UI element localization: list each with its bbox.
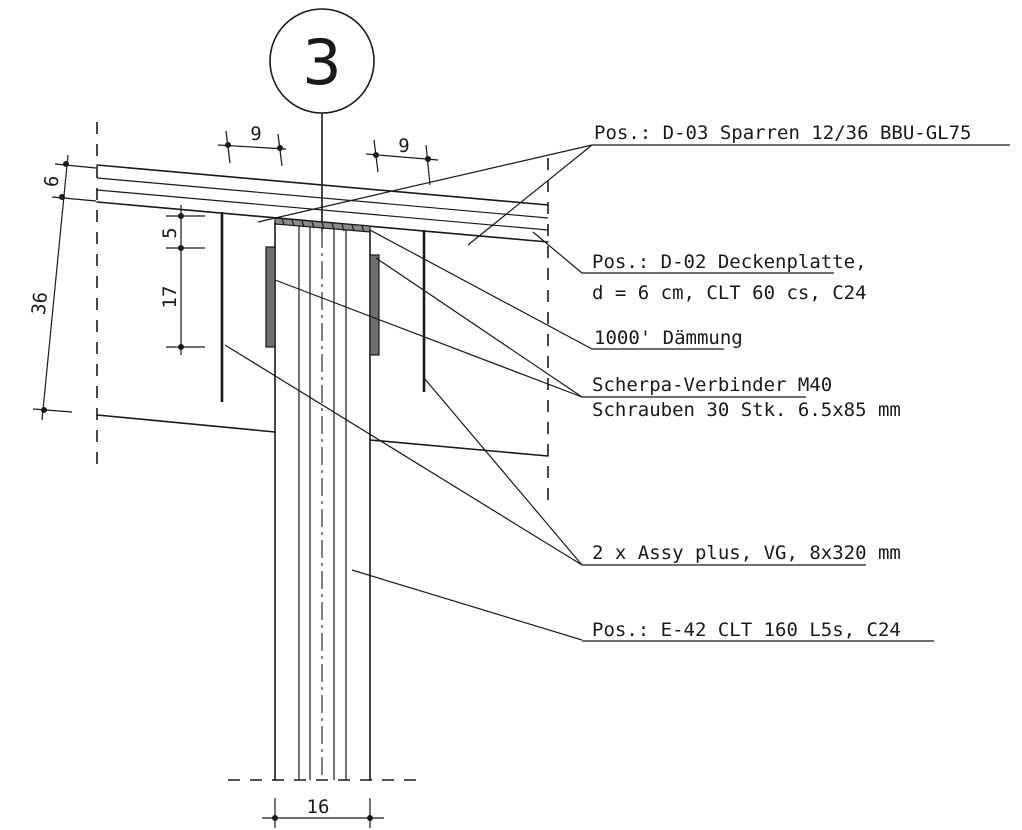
label-wand: Pos.: E-42 CLT 160 L5s, C24 (582, 619, 934, 642)
rafter-bottom-edge-left (96, 414, 276, 433)
label-deckenplatte-line1: Pos.: D-02 Deckenplatte, (592, 251, 867, 273)
label-assy: 2 x Assy plus, VG, 8x320 mm (582, 542, 901, 566)
leader-lines (224, 144, 593, 641)
label-verbinder-line2: Schrauben 30 Stk. 6.5x85 mm (592, 399, 901, 421)
label-daemmung: 1000' Dämmung (592, 327, 743, 350)
deck-plate-layer-line (96, 189, 549, 231)
deck-plate-layer-line (96, 177, 549, 219)
connector-plate-right (369, 254, 380, 356)
label-deckenplatte-line2: d = 6 cm, CLT 60 cs, C24 (592, 282, 867, 304)
dimension-label: 9 (250, 123, 261, 145)
dimension-label-36: 36 (28, 291, 52, 316)
label-verbinder-line1: Scherpa-Verbinder M40 (592, 374, 832, 396)
dimension-label-17: 17 (159, 286, 181, 309)
clt-wall (274, 221, 371, 781)
dimension-label-5: 5 (159, 227, 181, 238)
dimension-wall-width: 16 (262, 796, 384, 828)
rafter-bottom-edge-right (369, 439, 549, 457)
label-sparren-text: Pos.: D-03 Sparren 12/36 BBU-GL75 (594, 122, 972, 144)
dimension-top-right: 9 (365, 135, 439, 186)
dimension-left-sloped: 6 36 (28, 154, 97, 421)
insulation-strip (274, 217, 371, 233)
label-assy-text: 2 x Assy plus, VG, 8x320 mm (592, 542, 901, 564)
label-deckenplatte: Pos.: D-02 Deckenplatte, d = 6 cm, CLT 6… (582, 251, 867, 304)
dimension-label-16: 16 (307, 796, 330, 818)
deck-plate-top-edge (96, 164, 549, 206)
detail-marker-number: 3 (302, 26, 341, 99)
label-verbinder: Scherpa-Verbinder M40 Schrauben 30 Stk. … (582, 374, 901, 421)
connector-plate-left (265, 246, 276, 348)
dimension-label: 9 (398, 135, 409, 157)
deck-plate (96, 164, 549, 243)
label-daemmung-text: 1000' Dämmung (594, 327, 743, 349)
dimension-label-6: 6 (40, 175, 63, 189)
dimension-top-left: 9 (217, 123, 287, 167)
detail-marker: 3 (269, 8, 375, 231)
label-sparren: Pos.: D-03 Sparren 12/36 BBU-GL75 (592, 122, 1010, 146)
dimension-screw-position: 5 17 (159, 205, 205, 355)
label-wand-text: Pos.: E-42 CLT 160 L5s, C24 (592, 619, 901, 641)
